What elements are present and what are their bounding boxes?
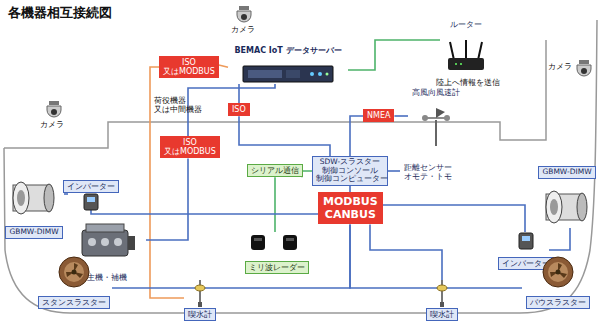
node-text: 距離センサー オモテ・トモ [400, 163, 456, 181]
stern-thruster: スタンスラスター [36, 255, 112, 309]
bus-box: MODBUS CANBUS [318, 192, 383, 224]
control-console-box: SDW-スラスター 制御コンソール 制御コンピューター [312, 156, 388, 186]
inverter-icon [518, 232, 534, 250]
wire-line [239, 116, 330, 156]
wire-connector [239, 116, 330, 156]
node-label: BEMAC IoT データサーバー [234, 46, 341, 55]
wire-connector [350, 116, 363, 156]
node-label: GBMW-DIMW [5, 226, 62, 239]
data-server: BEMAC IoT データサーバー [228, 46, 348, 84]
engine-icon [78, 222, 136, 262]
text-label: 陸上へ情報を送信 [436, 78, 500, 87]
wire-line [370, 224, 442, 280]
wire-connector [302, 171, 312, 177]
node-text: シリアル通信 [251, 166, 299, 175]
sensor-label-box: 距離センサー オモテ・トモ [400, 163, 456, 181]
wire-connector [549, 228, 570, 250]
node-text: ISO [232, 105, 246, 114]
node-label: 喫水計 [184, 308, 216, 321]
wire-line [388, 170, 400, 172]
gauge-icon [193, 280, 207, 308]
wire-connector [239, 84, 240, 103]
wire-line [549, 228, 570, 250]
thruster-icon [57, 255, 91, 289]
wire-line [219, 65, 228, 67]
winch-icon [11, 175, 57, 219]
text-label: 荷役機器 又は中間機器 [154, 96, 206, 114]
inverter: インバーター [68, 180, 114, 210]
protocol-box: ISO 又はMODBUS [160, 136, 220, 158]
draft-gauge: 喫水計 [426, 280, 458, 320]
wire-line [274, 177, 276, 232]
wire-line [146, 158, 188, 240]
text-label: カメラ [40, 120, 64, 129]
node-label: バウスラスター [526, 296, 590, 309]
anemo-icon [421, 106, 451, 146]
wire-line [302, 171, 312, 177]
node-label: 主機・補機 [87, 273, 127, 282]
mm-wave-radar: ミリ波レーダー [242, 232, 312, 274]
anemometer: 高風向風速計 [408, 88, 464, 146]
node-text: SDW-スラスター 制御コンソール 制御コンピューター [316, 158, 384, 184]
node-label: インバーター [63, 180, 119, 193]
text-label: カメラ [548, 62, 572, 71]
diagram-title: 各機器相互接続図 [8, 6, 112, 21]
node-text: NMEA [367, 111, 390, 120]
node-label: ルーター [450, 20, 482, 29]
winch: GBMW-DIMW [4, 175, 64, 239]
gauge-icon [435, 280, 449, 308]
node-text: ISO 又はMODBUS [163, 58, 215, 76]
node-label: ミリ波レーダー [245, 261, 309, 274]
wire-line [64, 193, 68, 195]
protocol-box: ISO 又はMODBUS [159, 56, 219, 78]
node-text: MODBUS CANBUS [323, 195, 378, 221]
thruster-icon [541, 255, 575, 289]
wire-line [238, 84, 240, 103]
draft-gauge: 喫水計 [184, 280, 216, 320]
bow-thruster: バウスラスター [522, 255, 594, 309]
wire-line [350, 116, 363, 156]
wire-connector [91, 210, 318, 214]
wire-line [348, 40, 440, 70]
winch: GBMW-DIMW [538, 166, 596, 228]
node-label: 高風向風速計 [412, 88, 460, 97]
wire-connector [383, 205, 525, 232]
wire-connector [394, 116, 408, 117]
wire-connector [219, 65, 228, 67]
inverter-icon [83, 193, 99, 211]
wire-line [91, 210, 318, 214]
node-text: ISO 又はMODBUS [164, 138, 216, 156]
wire-line [394, 115, 408, 117]
wire-connector [146, 158, 188, 240]
node-label: スタンスラスター [38, 296, 110, 309]
wire-connector [388, 171, 400, 172]
wire-connector [64, 194, 68, 195]
wire-connector [350, 224, 522, 288]
wire-connector [275, 177, 276, 232]
protocol-box: NMEA [363, 109, 394, 122]
winch-icon [544, 184, 590, 228]
node-label: GBMW-DIMW [538, 166, 595, 179]
wire-line [112, 224, 350, 288]
inverter: インバーター [503, 232, 549, 270]
wire-connector [112, 224, 350, 288]
router-icon [446, 40, 486, 72]
wire-connector [348, 40, 440, 70]
serial-box: シリアル通信 [247, 164, 303, 177]
camera-icon [576, 60, 592, 78]
router: ルーター [440, 20, 492, 72]
radar-icon [249, 232, 305, 252]
wire-line [383, 205, 525, 232]
protocol-box: ISO [228, 103, 250, 116]
server-icon [242, 64, 334, 84]
text-label: カメラ [231, 25, 255, 34]
node-label: 喫水計 [426, 308, 458, 321]
wire-line [350, 224, 522, 288]
wire-connector [370, 224, 442, 280]
camera-icon [236, 6, 252, 24]
camera-icon [46, 101, 62, 119]
